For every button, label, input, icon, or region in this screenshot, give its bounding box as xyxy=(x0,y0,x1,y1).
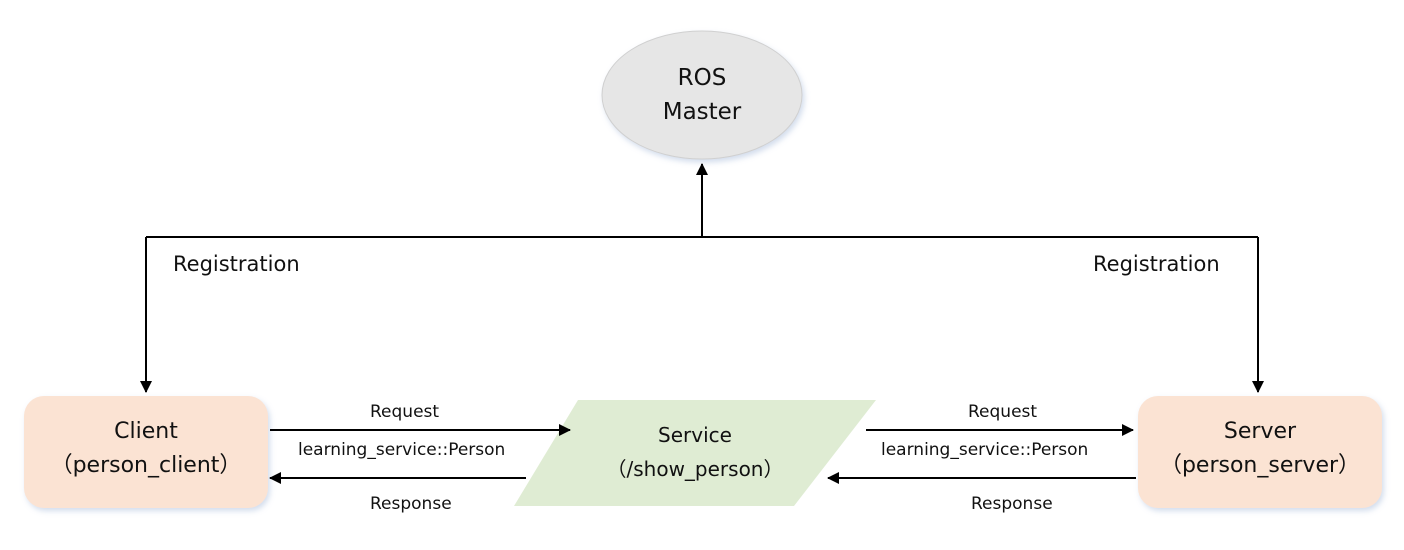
client-label: Client （person_client） xyxy=(24,415,268,483)
registration-right-label: Registration xyxy=(1093,252,1220,276)
response-right-label: Response xyxy=(971,494,1053,514)
client-line2: （person_client） xyxy=(50,453,242,478)
service-node xyxy=(514,400,876,506)
service-label: Service （/show_person） xyxy=(560,418,830,486)
service-line1: Service xyxy=(658,423,732,447)
server-label: Server （person_server） xyxy=(1138,415,1382,483)
request-left-label: Request xyxy=(370,402,440,422)
server-line1: Server xyxy=(1223,419,1297,444)
type-left-label: learning_service::Person xyxy=(298,440,506,460)
client-node xyxy=(24,396,268,508)
response-left-label: Response xyxy=(370,494,452,514)
type-right-label: learning_service::Person xyxy=(881,440,1089,460)
ros-master-node xyxy=(601,30,803,160)
ros-master-line2: Master xyxy=(662,99,742,125)
ros-master-line1: ROS xyxy=(677,65,727,91)
server-line2: （person_server） xyxy=(1159,453,1361,478)
service-line2: （/show_person） xyxy=(606,457,784,481)
ros-master-label: ROS Master xyxy=(602,61,802,129)
registration-left-label: Registration xyxy=(173,252,300,276)
client-line1: Client xyxy=(114,419,178,444)
server-node xyxy=(1138,396,1382,508)
request-right-label: Request xyxy=(968,402,1038,422)
